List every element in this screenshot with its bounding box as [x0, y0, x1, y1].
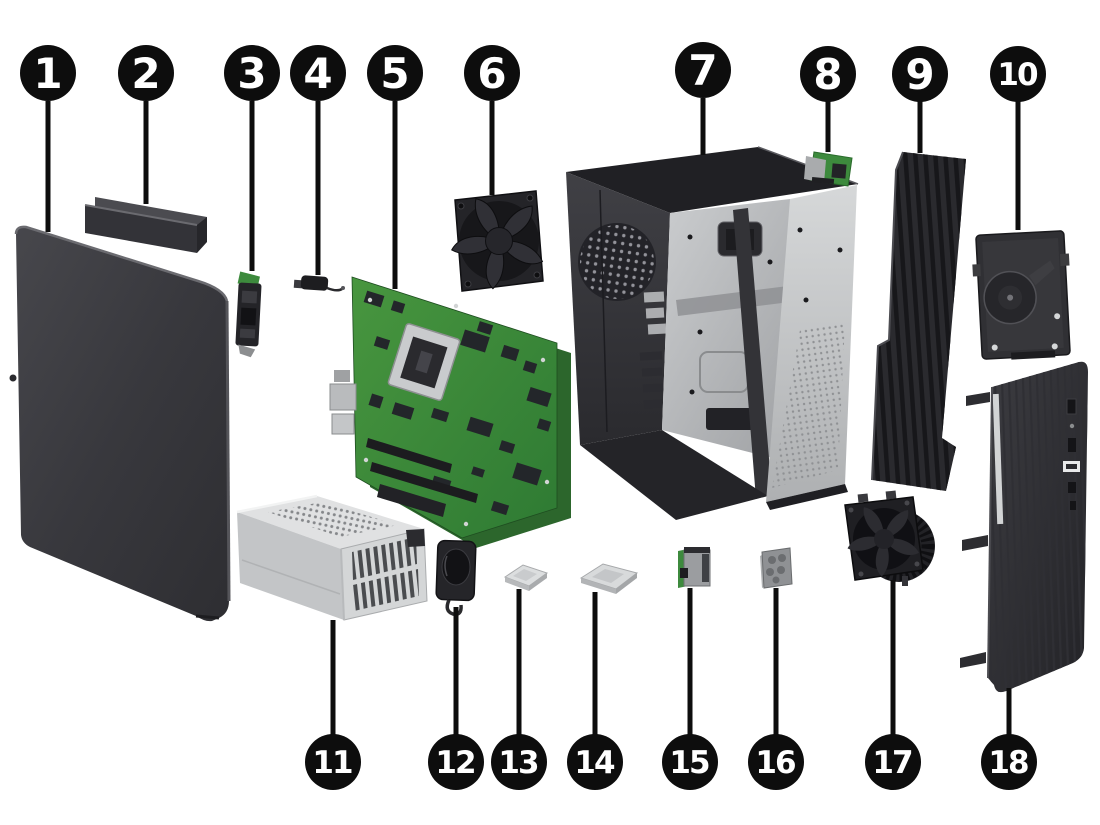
callout-1-circle: [20, 45, 76, 101]
power-supply-illustration: [236, 494, 428, 621]
callout-14-circle: [567, 734, 623, 790]
cpu-socket: [387, 323, 461, 401]
callout-15-circle: [662, 734, 718, 790]
callout-16-number: 16: [755, 745, 795, 781]
chassis-illustration: [566, 146, 859, 520]
callout-6: 6: [464, 45, 520, 195]
callout-18-circle: [981, 734, 1037, 790]
callout-9: 9: [892, 46, 948, 153]
callout-18-number: 18: [988, 745, 1028, 781]
callout-4: 4: [290, 45, 346, 275]
callout-8-number: 8: [813, 50, 842, 99]
callout-16-circle: [748, 734, 804, 790]
callout-10-circle: [990, 46, 1046, 102]
callout-2-number: 2: [131, 49, 160, 98]
callout-14-number: 14: [574, 745, 615, 781]
callout-17-number: 17: [872, 745, 912, 781]
callout-3: 3: [224, 45, 280, 271]
callout-9-number: 9: [905, 50, 934, 99]
io-port: [329, 383, 357, 411]
callout-1: 1: [20, 45, 76, 232]
callout-17: 17: [865, 580, 921, 790]
wireless-module-illustration: [804, 151, 853, 187]
callout-1-number: 1: [33, 49, 62, 98]
callout-16: 16: [748, 588, 804, 790]
callout-13: 13: [491, 589, 547, 790]
callout-15-number: 15: [669, 745, 709, 781]
callout-5-number: 5: [380, 49, 409, 98]
callout-10: 10: [990, 46, 1046, 230]
callout-2: 2: [118, 45, 174, 204]
rear-io-cutouts: [643, 291, 667, 335]
callout-11-number: 11: [312, 745, 352, 781]
hard-drive-illustration: [972, 230, 1071, 360]
callout-12-number: 12: [435, 745, 474, 781]
front-bezel-illustration: [960, 361, 1088, 693]
callout-9-circle: [892, 46, 948, 102]
callout-3-number: 3: [237, 49, 266, 98]
callout-13-number: 13: [498, 745, 538, 781]
callout-7-circle: [675, 42, 731, 98]
callout-6-circle: [464, 45, 520, 101]
callout-7-number: 7: [688, 46, 717, 95]
callout-17-circle: [865, 734, 921, 790]
callout-15: 15: [662, 588, 718, 790]
pcie-slot: [366, 438, 452, 473]
callout-8-circle: [800, 46, 856, 102]
callout-10-number: 10: [997, 57, 1038, 93]
bezel-slot: [992, 393, 1004, 525]
callout-12-circle: [428, 734, 484, 790]
processor-illustration: [503, 564, 549, 591]
callout-12: 12: [428, 607, 484, 790]
callout-2-circle: [118, 45, 174, 101]
fan-duct-illustration: [871, 151, 966, 491]
callout-4-number: 4: [303, 49, 332, 98]
side-access-panel-illustration: [9, 225, 231, 622]
pcie-slot: [370, 462, 478, 503]
callout-3-circle: [224, 45, 280, 101]
callout-13-circle: [491, 734, 547, 790]
processor-illustration: [579, 563, 639, 594]
callout-8: 8: [800, 46, 856, 152]
io-port: [331, 413, 355, 435]
callout-11-circle: [305, 734, 361, 790]
callout-7: 7: [675, 42, 731, 155]
speaker-wire: [445, 599, 463, 617]
fan-vent-grille: [580, 225, 654, 299]
bezel-blank-illustration: [84, 197, 207, 253]
callout-18: 18: [981, 688, 1037, 790]
callout-11: 11: [305, 620, 361, 790]
chassis-bottom-bay: [580, 430, 768, 520]
chassis-fan-illustration: [451, 190, 544, 292]
front-io-ports: [1063, 398, 1080, 510]
system-board-illustration: [329, 276, 571, 548]
io-bracket-illustration: [760, 547, 793, 589]
callout-14: 14: [567, 592, 623, 790]
thermal-sensor-illustration: [293, 275, 345, 292]
callout-6-number: 6: [477, 49, 506, 98]
callout-5-circle: [367, 45, 423, 101]
io-port: [334, 370, 350, 382]
speaker-illustration: [435, 539, 477, 617]
callout-5: 5: [367, 45, 423, 289]
psu-ac-inlet: [406, 529, 425, 547]
callout-4-circle: [290, 45, 346, 101]
solid-state-drive-illustration: [235, 271, 262, 358]
card-reader-illustration: [678, 547, 711, 588]
slot-connector: [377, 484, 446, 517]
panel-thumbscrew: [9, 374, 17, 382]
heat-sink-fan-illustration: [844, 490, 935, 586]
